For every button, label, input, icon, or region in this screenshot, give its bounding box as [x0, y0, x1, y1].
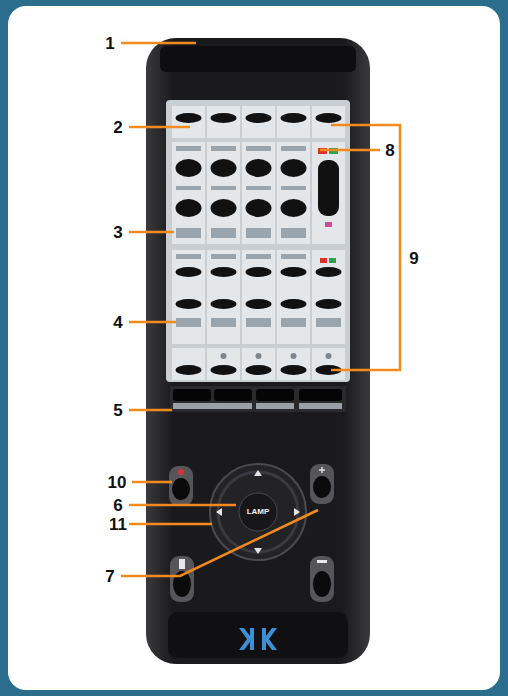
remote-body — [146, 38, 370, 664]
white-panel — [8, 6, 500, 690]
lower-controls — [168, 464, 348, 658]
callout-number: 4 — [113, 314, 122, 331]
callout-number: 2 — [113, 119, 122, 136]
callout-number: 5 — [113, 402, 122, 419]
ir-window — [160, 46, 356, 72]
callout-number: 11 — [109, 516, 127, 533]
callout-number: 1 — [105, 35, 114, 52]
button-label: LAMP — [247, 508, 270, 516]
leader-lines — [121, 43, 400, 576]
button-panel — [166, 100, 350, 382]
logo — [239, 628, 277, 650]
callout-number: 8 — [385, 142, 394, 159]
callout-number: 7 — [105, 568, 114, 585]
button-grid — [172, 106, 345, 380]
callout-number: 6 — [113, 497, 122, 514]
callout-number: 10 — [108, 474, 127, 491]
callout-number: 9 — [409, 250, 418, 267]
callout-number: 3 — [113, 224, 122, 241]
function-buttons — [170, 386, 346, 412]
